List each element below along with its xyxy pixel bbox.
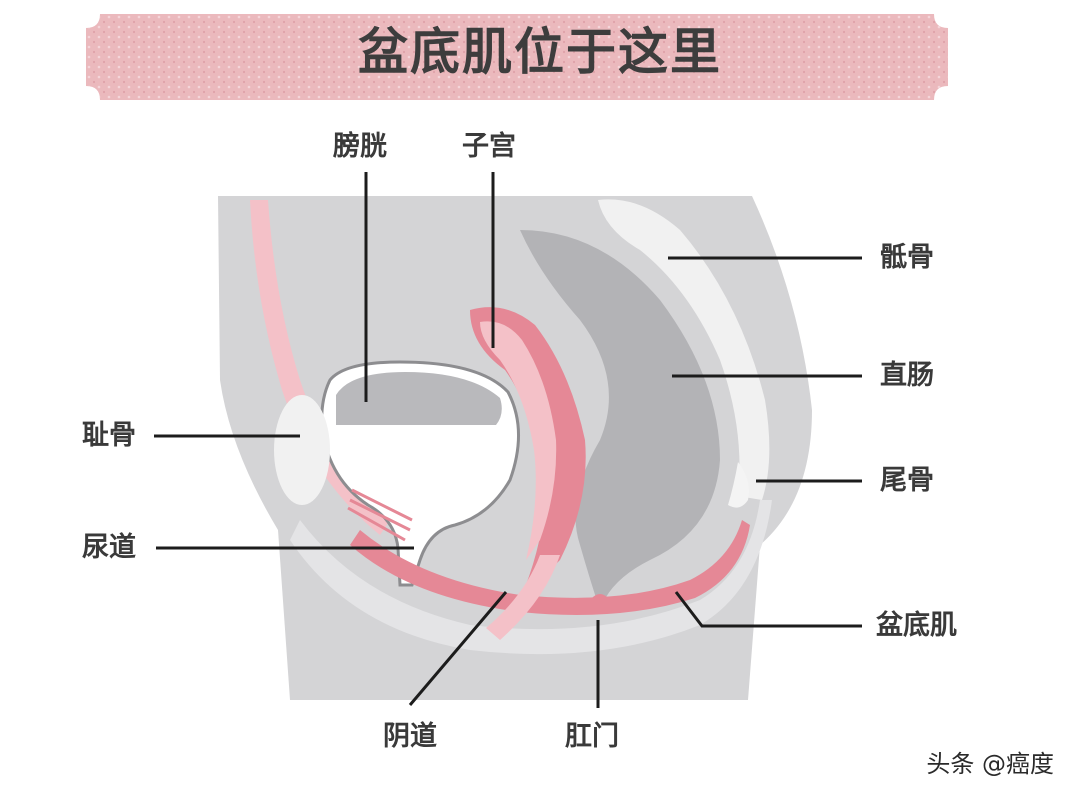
coccyx-bone: [728, 462, 749, 508]
title-banner: [86, 14, 948, 100]
label-uterus: 子宫: [462, 131, 516, 162]
watermark: 头条 @癌度: [926, 750, 1054, 778]
label-urethra: 尿道: [82, 532, 136, 563]
label-pubic-bone: 耻骨: [82, 420, 136, 451]
label-vagina: 阴道: [383, 721, 437, 752]
page-title: 盆底肌位于这里: [358, 23, 722, 81]
uterus-organ: [470, 307, 586, 600]
urethra-muscle-fibers: [347, 488, 413, 542]
leader-vagina: [408, 591, 508, 706]
label-pelvic-floor: 盆底肌: [876, 610, 957, 641]
pelvic-floor-muscle: [350, 520, 750, 615]
uterus-inner: [480, 321, 557, 560]
pelvic-cavity: [290, 500, 772, 655]
vagina-canal: [486, 555, 560, 640]
leader-lines: [154, 172, 862, 708]
pubic-bone: [274, 395, 330, 505]
leader-pelvic-floor: [674, 591, 862, 628]
label-sacrum: 骶骨: [880, 242, 934, 273]
label-anus: 肛门: [565, 721, 619, 752]
label-rectum: 直肠: [880, 360, 934, 391]
anus: [592, 594, 608, 614]
bladder-fill: [336, 372, 502, 425]
label-coccyx: 尾骨: [880, 465, 934, 496]
rectum-organ: [520, 230, 720, 610]
label-bladder: 膀胱: [333, 131, 387, 162]
